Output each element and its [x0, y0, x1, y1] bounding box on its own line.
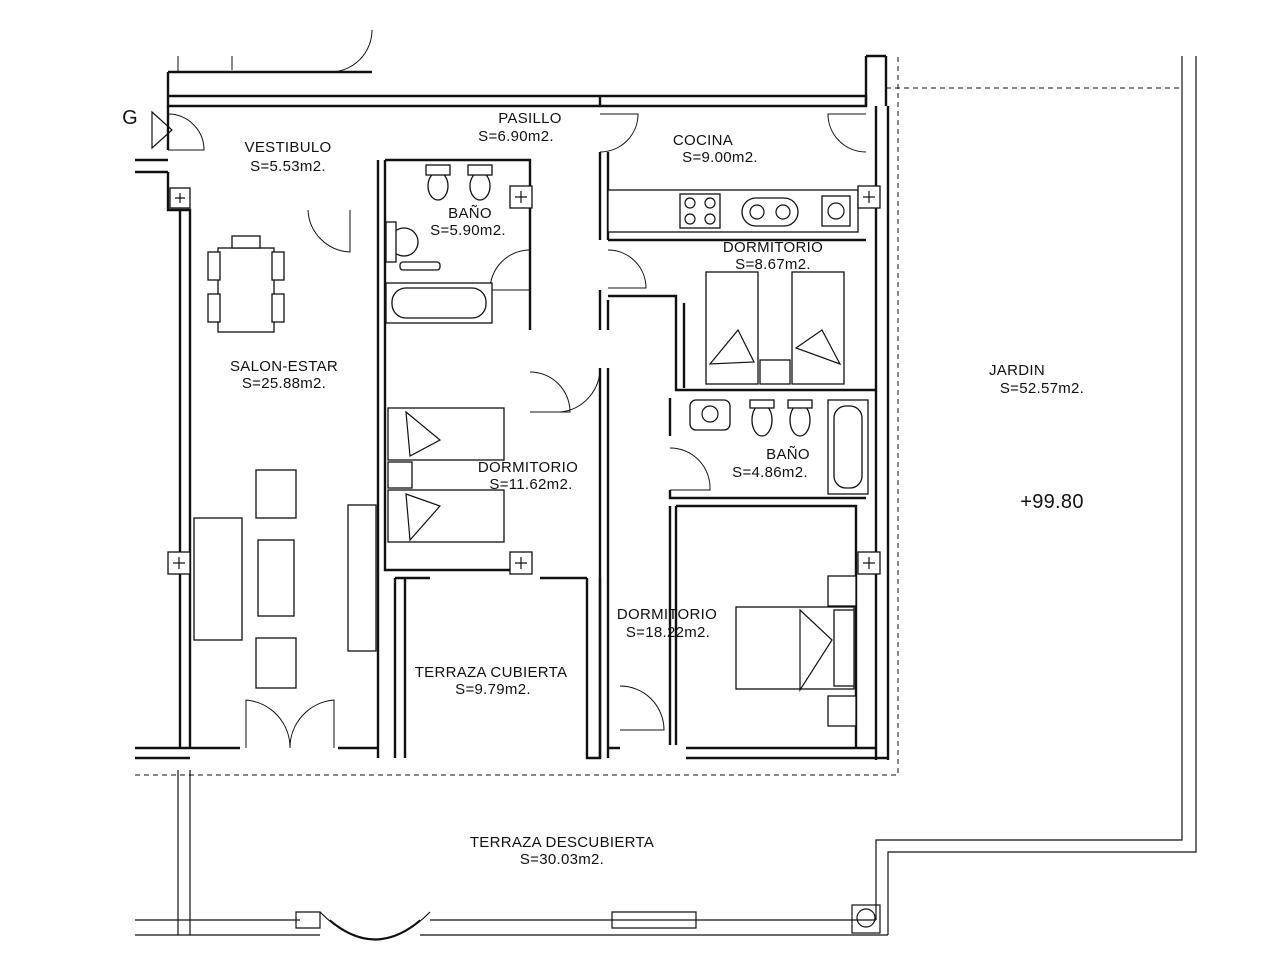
- room-area-dormitorio-3: S=18.22m2.: [626, 624, 710, 641]
- elevation-label: +99.80: [1020, 491, 1084, 513]
- room-name-dormitorio-1: DORMITORIO: [723, 239, 823, 256]
- room-name-terraza-descubierta: TERRAZA DESCUBIERTA: [470, 834, 654, 851]
- room-area-jardin: S=52.57m2.: [1000, 380, 1084, 397]
- room-area-cocina: S=9.00m2.: [682, 149, 758, 166]
- room-area-pasillo: S=6.90m2.: [478, 128, 554, 145]
- room-name-pasillo: PASILLO: [498, 110, 562, 127]
- room-area-dormitorio-1: S=8.67m2.: [735, 256, 811, 273]
- bathroom-2-fixtures: [689, 399, 869, 495]
- room-area-dormitorio-2: S=11.62m2.: [489, 476, 572, 493]
- room-area-bano-2: S=4.86m2.: [732, 464, 808, 481]
- room-name-dormitorio-3: DORMITORIO: [617, 606, 717, 623]
- room-name-vestibulo: VESTIBULO: [245, 139, 332, 156]
- living-room-furniture: [193, 235, 377, 689]
- room-name-dormitorio-2: DORMITORIO: [478, 459, 578, 476]
- room-labels: VESTIBULO S=5.53m2. PASILLO S=6.90m2. CO…: [230, 110, 1084, 868]
- room-name-jardin: JARDIN: [989, 362, 1045, 379]
- room-area-vestibulo: S=5.53m2.: [250, 158, 326, 175]
- bedroom-2-furniture: [387, 407, 505, 543]
- electrical-markers: [167, 185, 881, 575]
- room-name-cocina: COCINA: [673, 132, 733, 149]
- kitchen-fixtures: [607, 189, 859, 233]
- room-name-terraza-cubierta: TERRAZA CUBIERTA: [415, 664, 568, 681]
- garden-boundary: [135, 56, 1197, 941]
- room-name-bano-2: BAÑO: [766, 446, 810, 463]
- bathroom-1-fixtures: [385, 164, 493, 324]
- exterior-walls: [135, 54, 1182, 776]
- room-area-salon: S=25.88m2.: [242, 375, 326, 392]
- bedroom-3-furniture: [735, 575, 857, 727]
- room-area-bano-1: S=5.90m2.: [430, 222, 506, 239]
- room-area-terraza-cubierta: S=9.79m2.: [455, 681, 531, 698]
- room-area-terraza-descubierta: S=30.03m2.: [520, 851, 604, 868]
- room-name-bano-1: BAÑO: [448, 205, 492, 222]
- room-name-salon: SALON-ESTAR: [230, 358, 338, 375]
- bedroom-1-furniture: [705, 271, 845, 385]
- entrance-label: G: [122, 107, 138, 129]
- entrance-marker: G: [122, 107, 173, 150]
- doors: [167, 29, 867, 749]
